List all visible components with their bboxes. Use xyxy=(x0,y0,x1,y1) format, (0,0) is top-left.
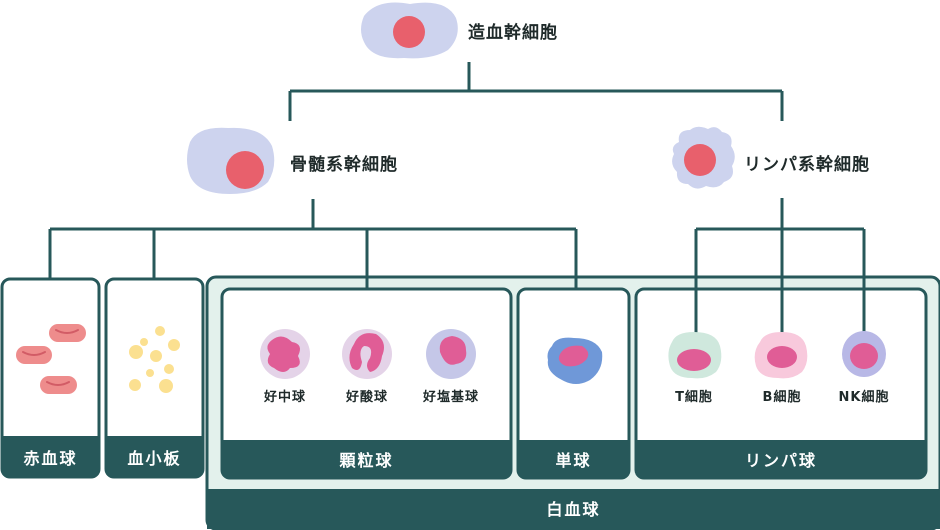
platelet-label: 血小板 xyxy=(127,448,182,468)
eosinophil-icon xyxy=(342,329,392,379)
granulocyte-label: 顆粒球 xyxy=(339,451,394,470)
eosinophil-label: 好酸球 xyxy=(345,390,388,405)
lymphoid-stem-cell-icon xyxy=(672,126,735,189)
connector-lines xyxy=(48,62,866,336)
lymphoid-stem-cell-label: リンパ系幹細胞 xyxy=(744,155,870,175)
b-cell-label: B細胞 xyxy=(762,390,802,405)
basophil-label: 好塩基球 xyxy=(422,390,479,405)
rbc-bar xyxy=(2,436,99,477)
monocyte-bar xyxy=(518,440,629,478)
myeloid-stem-cell-label: 骨髄系幹細胞 xyxy=(290,155,398,175)
platelet-icon xyxy=(129,326,180,393)
hsc-cell-icon xyxy=(361,2,458,59)
wbc-bar xyxy=(207,489,940,529)
platelet-bar xyxy=(106,436,203,477)
nk-cell-icon xyxy=(842,331,886,377)
granulocyte-bar xyxy=(222,440,511,478)
t-cell-icon xyxy=(668,332,722,379)
basophil-icon xyxy=(426,329,476,379)
lymphocyte-bar xyxy=(636,440,926,478)
neutrophil-icon xyxy=(260,329,310,379)
hsc-label: 造血幹細胞 xyxy=(468,23,558,43)
rbc-label: 赤血球 xyxy=(23,448,78,468)
t-cell-label: T細胞 xyxy=(675,390,713,405)
b-cell-icon xyxy=(754,332,808,379)
rbc-dimple-icon xyxy=(22,329,79,386)
lymphocyte-label: リンパ球 xyxy=(744,451,817,470)
myeloid-stem-cell-icon xyxy=(187,127,275,194)
neutrophil-label: 好中球 xyxy=(263,390,306,405)
wbc-label: 白血球 xyxy=(546,500,601,519)
monocyte-icon xyxy=(547,337,603,384)
monocyte-label: 単球 xyxy=(555,451,592,470)
nk-cell-label: NK細胞 xyxy=(838,390,890,405)
